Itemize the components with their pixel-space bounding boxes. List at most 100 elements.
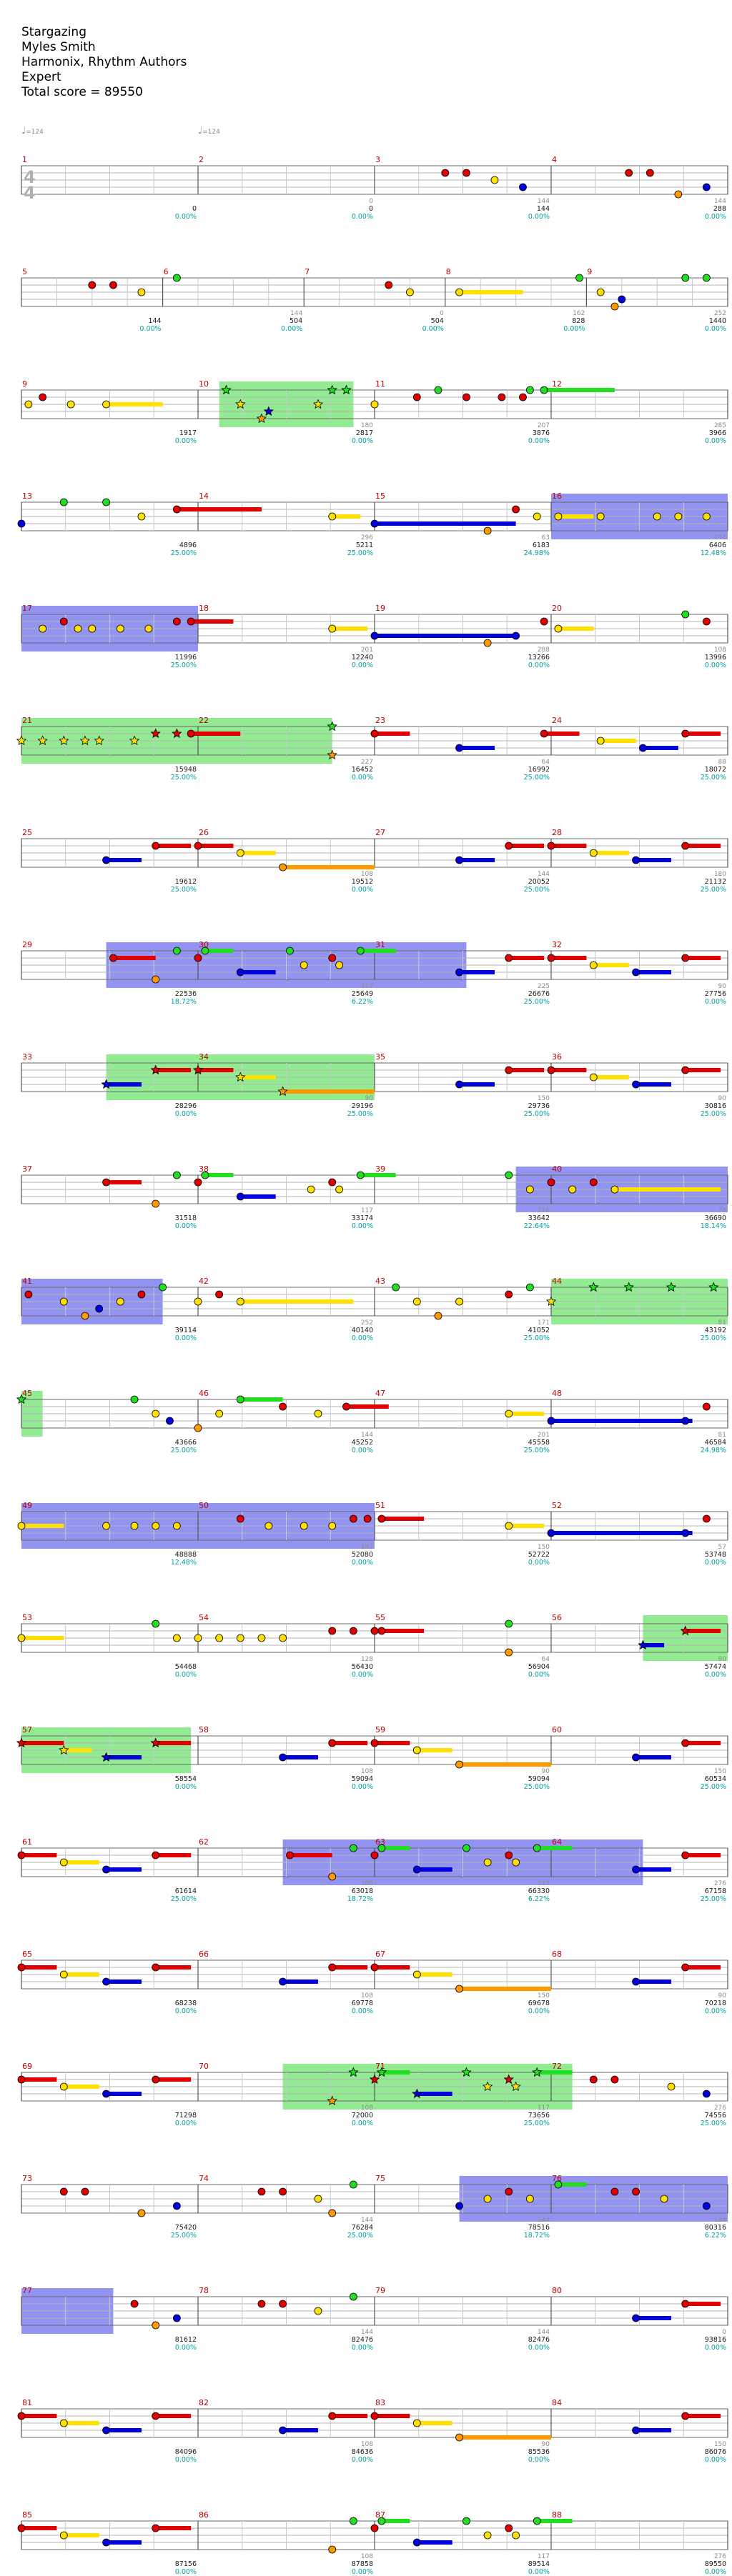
note-gem [377, 1627, 386, 1635]
note-gem [540, 729, 548, 738]
note-gem [505, 842, 513, 850]
note-gem [279, 1634, 287, 1642]
star-power-percent: 6.22% [705, 2232, 726, 2240]
measure-number: 18 [199, 604, 209, 613]
star-note [638, 1639, 648, 1650]
note-gem [257, 2300, 266, 2308]
chart-row: 53544680.00%54128564300.00%5564569040.00… [17, 1613, 728, 1679]
cumulative-score: 54468 [175, 1663, 197, 1671]
sustain-bar [106, 1867, 142, 1872]
note-gem [463, 169, 470, 177]
chart-row: 33282960.00%34902919625.00%351502973625.… [21, 1052, 728, 1118]
note-gem [505, 1066, 513, 1074]
note-gem [236, 1514, 244, 1523]
sustain-bar [21, 1741, 64, 1745]
measure-number: 15 [375, 491, 385, 501]
note-gem [172, 1171, 181, 1179]
note-gem [639, 744, 647, 752]
note-gem [525, 2195, 534, 2203]
sustain-bar [64, 2085, 99, 2089]
measure-score: 144 [714, 2217, 726, 2224]
measure-score: 0 [722, 2329, 726, 2336]
measure-number: 34 [199, 1052, 209, 1062]
note-gem [328, 954, 337, 962]
note-gem [194, 1297, 202, 1306]
star-power-percent: 0.00% [528, 213, 550, 221]
measure-number: 82 [199, 2398, 209, 2407]
measure-number: 62 [199, 1837, 209, 1847]
note-gem [279, 863, 287, 872]
measure-score: 150 [538, 1095, 550, 1102]
sustain-bar [417, 2421, 452, 2425]
note-gem [610, 1185, 619, 1194]
cumulative-score: 82476 [352, 2336, 373, 2344]
chart-row: 919170.00%1018028170.00%1120738760.00%12… [21, 379, 728, 445]
note-gem [102, 498, 110, 506]
measure-score: 162 [573, 310, 585, 317]
cumulative-score: 2817 [356, 429, 373, 437]
sustain-bar [106, 402, 163, 406]
star-power-percent: 18.72% [347, 1895, 373, 1903]
star-note [376, 2067, 387, 2077]
cumulative-score: 74556 [705, 2112, 726, 2120]
note-gem [328, 624, 337, 633]
measure-score: 0 [440, 310, 444, 317]
measure-score: 276 [714, 1880, 726, 1887]
sustain-bar [685, 1741, 721, 1745]
note-gem [589, 1178, 598, 1187]
note-gem [342, 1402, 350, 1411]
note-gem [130, 2300, 139, 2308]
tempo-marker: ♩=124 [21, 126, 44, 136]
measure-number: 38 [199, 1164, 209, 1174]
measure-number: 86 [199, 2510, 209, 2520]
measure-number: 53 [22, 1613, 32, 1622]
note-gem [17, 1522, 26, 1530]
cumulative-score: 56430 [352, 1663, 373, 1671]
note-gem [519, 393, 527, 401]
sustain-bar [21, 2526, 57, 2530]
note-gem [463, 2517, 470, 2525]
note-gem [370, 631, 379, 640]
measure-number: 71 [375, 2062, 385, 2071]
sustain-bar [551, 1419, 693, 1423]
note-gem [674, 190, 683, 199]
note-gem [59, 2187, 68, 2196]
sustain-bar [417, 1867, 452, 1872]
note-gem [441, 169, 450, 177]
measure-number: 24 [552, 716, 562, 725]
cumulative-score: 0 [192, 205, 197, 213]
sustain-bar [635, 2316, 671, 2320]
star-note [545, 1296, 557, 1307]
star-power-percent: 0.00% [528, 2007, 550, 2015]
note-gem [632, 2314, 640, 2322]
cumulative-score: 72000 [352, 2112, 373, 2120]
star-power-percent: 0.00% [175, 213, 197, 221]
measure-score: 108 [361, 2105, 373, 2112]
note-gem [505, 1648, 513, 1657]
note-gem [102, 856, 110, 864]
measure-number: 72 [552, 2062, 562, 2071]
measure-number: 32 [552, 940, 562, 949]
note-gem [554, 512, 563, 521]
note-gem [625, 169, 633, 177]
measure-number: 35 [375, 1052, 385, 1062]
sustain-bar [558, 626, 594, 631]
note-gem [17, 1851, 26, 1859]
measure-score: 108 [361, 1880, 373, 1887]
time-signature-bottom: 4 [24, 183, 36, 203]
sustain-bar [64, 1748, 92, 1752]
sustain-bar [375, 634, 516, 638]
total-score: Total score = 89550 [21, 85, 143, 99]
star-note [412, 2088, 422, 2099]
note-gem [412, 2419, 421, 2427]
note-gem [455, 2433, 463, 2442]
measure-number: 56 [552, 1613, 562, 1622]
quarter-note-icon: ♩ [21, 126, 26, 136]
sustain-bar [360, 949, 396, 953]
cumulative-score: 36690 [705, 1214, 726, 1222]
star-note [79, 735, 91, 746]
note-gem [279, 1402, 287, 1411]
measure-score: 90 [542, 2441, 550, 2448]
measure-score: 90 [718, 1992, 727, 2000]
star-power-percent: 0.00% [352, 2120, 373, 2127]
